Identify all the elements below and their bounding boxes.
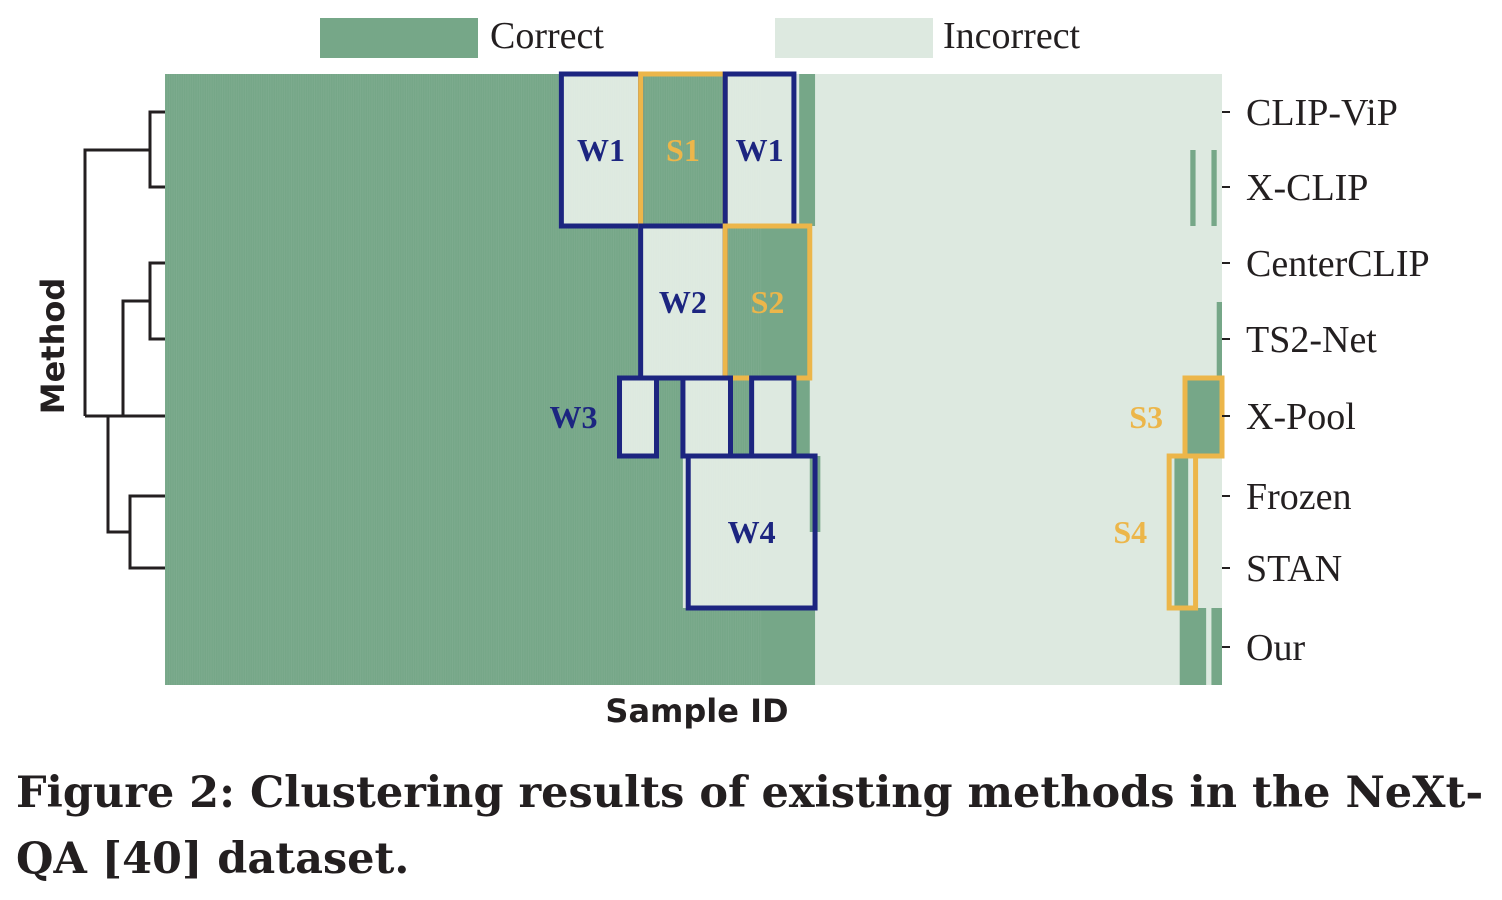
y-axis-title: Method <box>34 278 72 415</box>
heatmap-cell-ts2-net-0 <box>165 302 641 378</box>
heatmap-cell-x-pool-2 <box>730 378 752 456</box>
y-tick-label-stan: STAN <box>1246 548 1342 590</box>
heatmap-cell-x-pool-4 <box>1185 378 1222 456</box>
heatmap-cell-frozen-0 <box>165 456 683 532</box>
dendrogram-branch-4 <box>121 299 150 376</box>
legend-swatch-incorrect <box>775 18 933 58</box>
heatmap-cell-clip-vip-0 <box>165 74 562 150</box>
heatmap-cell-ts2-net-2 <box>1216 302 1222 378</box>
heatmap-cell-ts2-net-1 <box>725 302 810 378</box>
heatmap-cell-stan-0 <box>165 532 683 608</box>
heatmap-cell-x-pool-0 <box>165 378 620 456</box>
heatmap-cell-x-clip-1 <box>640 150 726 226</box>
x-axis-title: Sample ID <box>605 692 788 730</box>
annotation-label-s4: S4 <box>1113 514 1147 550</box>
y-tick-label-frozen: Frozen <box>1246 476 1352 518</box>
heatmap-cell-our-0 <box>165 608 816 685</box>
heatmap-cell-x-clip-2 <box>799 150 816 226</box>
heatmap-cell-our-1 <box>1179 608 1207 685</box>
heatmap-cell-frozen-2 <box>1174 456 1189 532</box>
heatmap-cell-x-clip-4 <box>1211 150 1217 226</box>
heatmap-cell-x-pool-3 <box>793 378 810 456</box>
annotation-label-w1: W1 <box>736 132 784 168</box>
annotation-label-w1: W1 <box>577 132 625 168</box>
legend-label-correct: Correct <box>490 15 604 57</box>
heatmap-cell-centerclip-0 <box>165 226 641 302</box>
annotation-label-s2: S2 <box>751 284 785 320</box>
annotation-box-w3-5 <box>617 375 660 459</box>
figure-caption: Figure 2: Clustering results of existing… <box>16 768 1484 884</box>
dendrogram-branch-2 <box>128 494 165 570</box>
legend-label-incorrect: Incorrect <box>943 15 1081 57</box>
heatmap-cell-x-clip-0 <box>165 150 562 226</box>
annotation-label-s1: S1 <box>666 132 700 168</box>
y-tick-label-centerclip: CenterCLIP <box>1246 243 1430 285</box>
legend-swatch-correct <box>320 18 478 58</box>
dendrogram-branch-8 <box>106 416 130 534</box>
y-tick-label-x-pool: X-Pool <box>1246 396 1356 438</box>
annotation-box-s4-10 <box>1166 453 1199 611</box>
annotation-label-s3: S3 <box>1129 399 1163 435</box>
heatmap-cell-x-pool-1 <box>656 378 683 456</box>
y-tick-label-ts2-net: TS2-Net <box>1246 319 1377 361</box>
heatmap-cell-centerclip-1 <box>725 226 810 302</box>
heatmap-cell-clip-vip-2 <box>799 74 816 150</box>
heatmap-cell-our-2 <box>1211 608 1222 685</box>
y-tick-label-clip-vip: CLIP-ViP <box>1246 92 1398 134</box>
annotation-label-w2: W2 <box>659 284 707 320</box>
heatmap-cell-stan-1 <box>1174 532 1189 608</box>
y-tick-label-x-clip: X-CLIP <box>1246 167 1368 209</box>
dendrogram-branch-0 <box>148 110 165 189</box>
y-tick-label-our: Our <box>1246 627 1305 669</box>
heatmap-cell-x-clip-3 <box>1190 150 1196 226</box>
annotation-box-w4-9 <box>685 453 818 611</box>
dendrogram-branch-1 <box>148 261 165 341</box>
annotation-label-w4: W4 <box>728 514 776 550</box>
heatmap-cell-clip-vip-1 <box>640 74 726 150</box>
dendrogram-branch-3 <box>83 148 150 416</box>
annotation-label-w3: W3 <box>550 399 598 435</box>
